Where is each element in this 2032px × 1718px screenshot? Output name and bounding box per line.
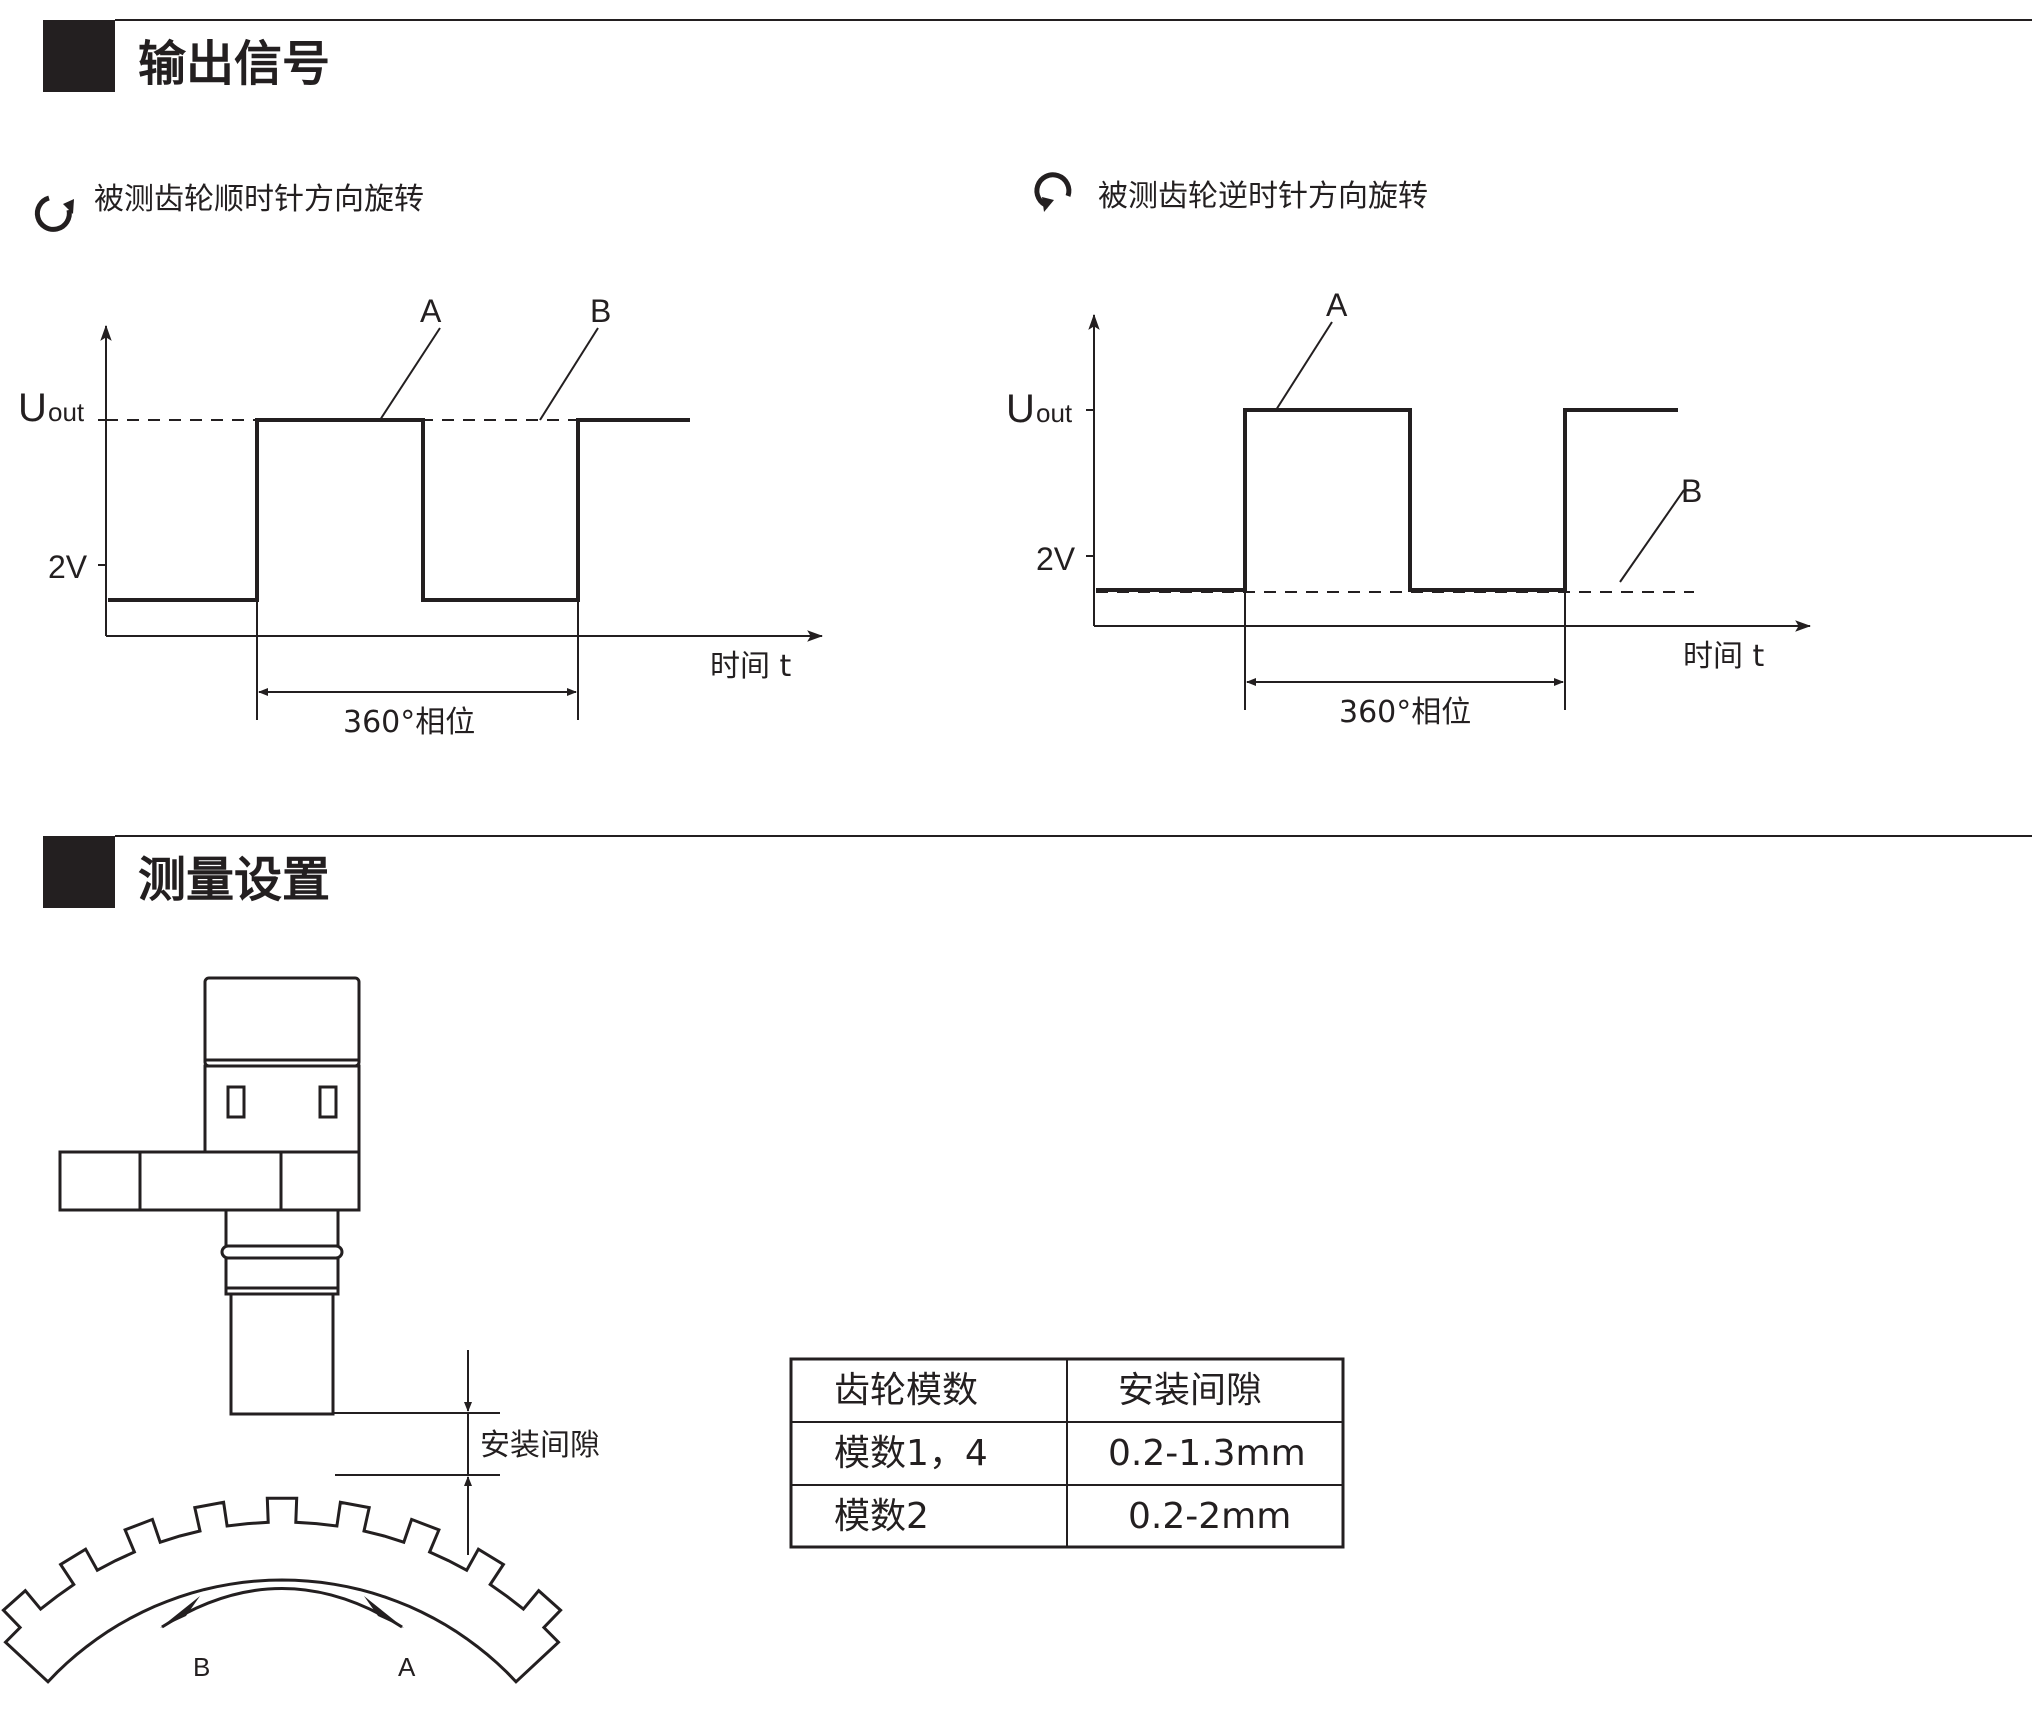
direction-label-b: B xyxy=(193,1652,210,1682)
table-header-install-gap: 安装间隙 xyxy=(1118,1370,1262,1411)
marker-a-leader xyxy=(1275,321,1333,411)
y-label-2v: 2V xyxy=(48,549,88,585)
y-label-uout: U xyxy=(1006,387,1035,431)
clockwise-arrow-icon xyxy=(34,195,74,232)
connector-slot-left xyxy=(226,1085,246,1119)
gear-teeth xyxy=(1,1496,563,1684)
clockwise-caption: 被测齿轮顺时针方向旋转 xyxy=(94,182,424,217)
marker-a-leader xyxy=(379,327,441,421)
section-marker xyxy=(43,836,115,908)
y-label-uout-sub: out xyxy=(1036,398,1073,428)
rotation-arc xyxy=(161,1587,403,1629)
sensor-probe xyxy=(229,1292,335,1416)
installation-gap-dimension: 安装间隙 xyxy=(333,1350,600,1555)
marker-b-label: B xyxy=(1681,473,1702,509)
marker-a-label: A xyxy=(1326,287,1348,323)
x-axis-label: 时间 t xyxy=(710,649,792,684)
gear-segment: B A xyxy=(1,1496,563,1684)
section-output-signal: 输出信号 xyxy=(43,19,2032,92)
counterclockwise-caption: 被测齿轮逆时针方向旋转 xyxy=(1098,179,1428,214)
marker-b-label: B xyxy=(590,293,611,329)
marker-b-leader xyxy=(539,327,599,421)
sensor-o-ring xyxy=(220,1244,344,1260)
gap-table: 齿轮模数 安装间隙 模数1，4 0.2-1.3mm 模数2 0.2-2mm xyxy=(789,1357,1345,1549)
connector-slot-right xyxy=(318,1085,338,1119)
square-wave xyxy=(108,418,690,602)
y-label-uout: U xyxy=(18,386,47,430)
phase-label: 360°相位 xyxy=(1339,695,1471,730)
clockwise-signal-diagram: 被测齿轮顺时针方向旋转 U out 2V 时间 t A B 360°相位 xyxy=(18,182,824,740)
sensor-cap xyxy=(203,976,361,1068)
counterclockwise-arrow-icon xyxy=(1034,172,1072,212)
marker-b-leader xyxy=(1619,489,1685,583)
table-header-gear-module: 齿轮模数 xyxy=(834,1370,978,1411)
y-label-2v: 2V xyxy=(1036,541,1076,577)
table-cell-module-1: 模数1，4 xyxy=(834,1433,988,1474)
x-axis-label: 时间 t xyxy=(1683,639,1765,674)
section-marker xyxy=(43,20,115,92)
phase-label: 360°相位 xyxy=(343,705,475,740)
table-cell-gap-1: 0.2-1.3mm xyxy=(1108,1433,1306,1474)
section-title: 测量设置 xyxy=(138,852,330,908)
section-measurement-setup: 测量设置 xyxy=(43,835,2032,908)
section-title: 输出信号 xyxy=(138,36,330,92)
square-wave xyxy=(1096,408,1678,592)
sensor-drawing xyxy=(58,976,361,1416)
rotation-arrow-left xyxy=(160,1596,200,1628)
y-label-uout-sub: out xyxy=(48,397,85,427)
sensor-neck xyxy=(224,1208,340,1248)
rotation-arrow-right xyxy=(364,1596,404,1628)
sensor-mounting-flange xyxy=(58,1150,361,1212)
table-cell-gap-2: 0.2-2mm xyxy=(1128,1496,1291,1537)
table-cell-module-2: 模数2 xyxy=(834,1496,929,1537)
direction-label-a: A xyxy=(398,1652,416,1682)
marker-a-label: A xyxy=(420,293,442,329)
gap-label: 安装间隙 xyxy=(480,1428,600,1463)
counterclockwise-signal-diagram: 被测齿轮逆时针方向旋转 U out 2V 时间 t A B 360°相位 xyxy=(1006,172,1812,730)
